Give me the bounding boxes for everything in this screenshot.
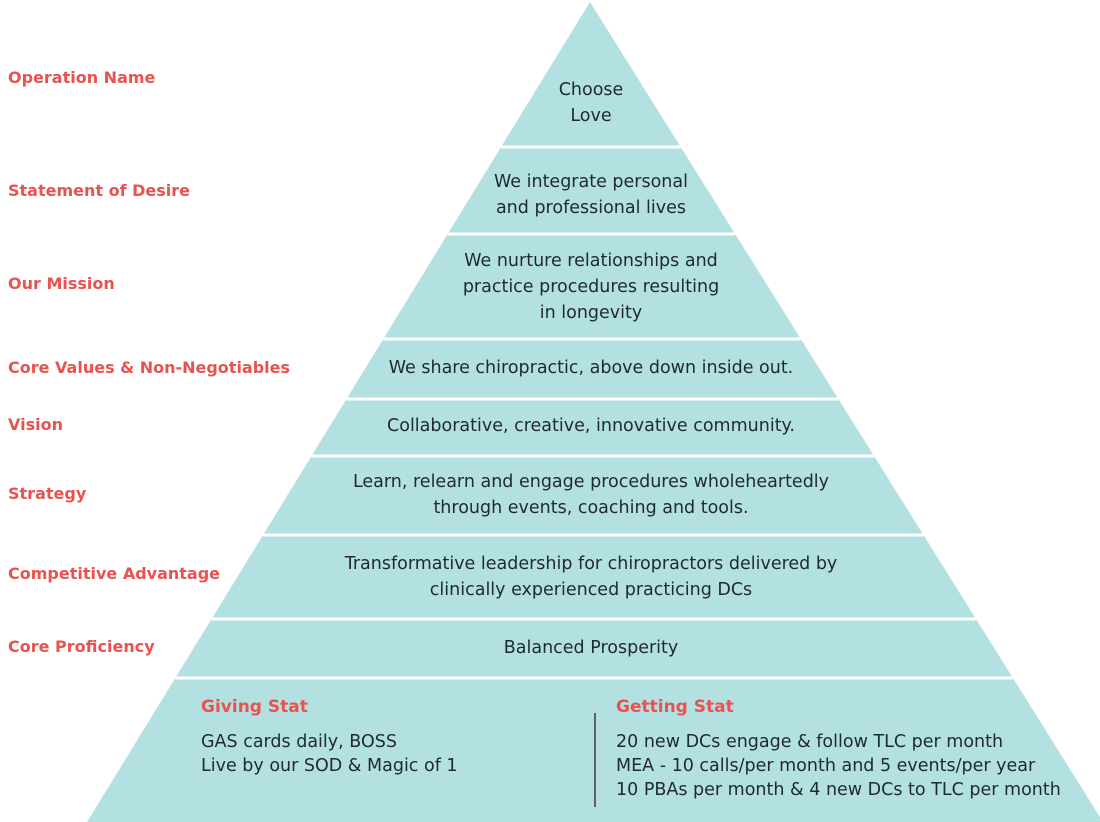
tier-our-mission: We nurture relationships and practice pr… bbox=[463, 248, 719, 326]
label-operation-name: Operation Name bbox=[8, 68, 156, 87]
tier-line: Balanced Prosperity bbox=[503, 638, 679, 658]
label-strategy: Strategy bbox=[8, 484, 87, 503]
tier-core-proficiency: Balanced Prosperity bbox=[504, 635, 679, 661]
tier-core-values: We share chiropractic, above down inside… bbox=[389, 355, 794, 381]
stats-divider bbox=[594, 713, 596, 807]
label-competitive-advantage: Competitive Advantage bbox=[8, 564, 221, 583]
label-core-proficiency: Core Proficiency bbox=[8, 637, 155, 656]
giving-stat-line-2: Live by our SOD & Magic of 1 bbox=[201, 756, 458, 776]
tier-line: We nurture relationships and bbox=[464, 251, 718, 271]
tier-strategy: Learn, relearn and engage procedures who… bbox=[353, 469, 829, 521]
tier-line: practice procedures resulting bbox=[462, 277, 720, 297]
tier-operation-name: Choose Love bbox=[559, 77, 624, 129]
tier-line: We share chiropractic, above down inside… bbox=[388, 358, 794, 378]
getting-stat-title: Getting Stat bbox=[616, 697, 734, 717]
label-our-mission: Our Mission bbox=[8, 274, 115, 293]
tier-line: in longevity bbox=[539, 303, 643, 323]
giving-stat-line-1: GAS cards daily, BOSS bbox=[201, 732, 397, 752]
label-vision: Vision bbox=[8, 415, 63, 434]
tier-statement-of-desire: We integrate personal and professional l… bbox=[494, 169, 688, 221]
tier-line: Transformative leadership for chiropract… bbox=[344, 554, 838, 574]
tier-line: Choose bbox=[558, 80, 624, 100]
tier-competitive-advantage: Transformative leadership for chiropract… bbox=[345, 551, 838, 603]
tier-line: Love bbox=[570, 106, 612, 126]
tier-separators bbox=[175, 145, 1013, 680]
tier-line: Collaborative, creative, innovative comm… bbox=[387, 416, 795, 436]
tier-line: Learn, relearn and engage procedures who… bbox=[352, 472, 830, 492]
tier-line: clinically experienced practicing DCs bbox=[429, 580, 753, 600]
giving-stat-title: Giving Stat bbox=[201, 697, 308, 717]
tier-line: through events, coaching and tools. bbox=[433, 498, 749, 518]
getting-stat-line-2: MEA - 10 calls/per month and 5 events/pe… bbox=[616, 756, 1036, 776]
pyramid-shape bbox=[87, 2, 1100, 822]
tier-vision: Collaborative, creative, innovative comm… bbox=[387, 413, 795, 439]
label-statement-of-desire: Statement of Desire bbox=[8, 181, 191, 200]
getting-stat-line-3: 10 PBAs per month & 4 new DCs to TLC per… bbox=[616, 780, 1061, 800]
tier-line: and professional lives bbox=[495, 198, 687, 218]
getting-stat-line-1: 20 new DCs engage & follow TLC per month bbox=[616, 732, 1004, 752]
tier-line: We integrate personal bbox=[494, 172, 688, 192]
label-core-values: Core Values & Non-Negotiables bbox=[8, 358, 291, 377]
